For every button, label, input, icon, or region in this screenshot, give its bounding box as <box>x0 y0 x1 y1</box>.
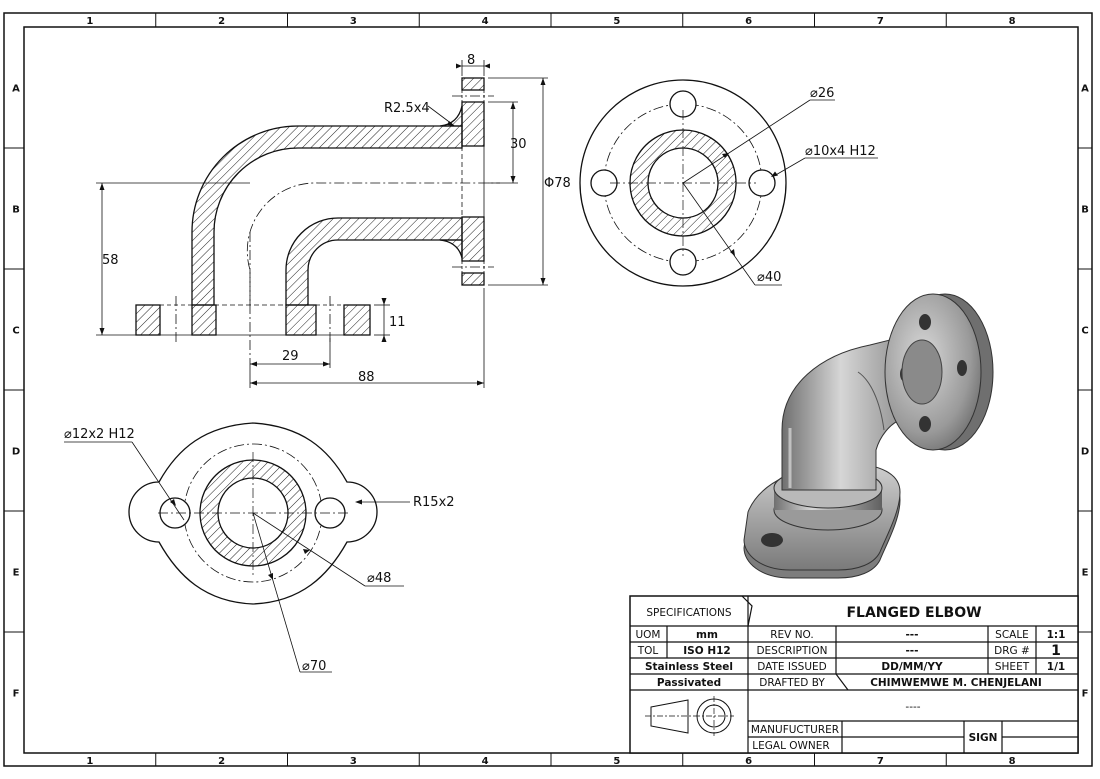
tol-label: TOL <box>637 645 659 657</box>
uom-value: mm <box>696 629 718 641</box>
dim-base-thickness: 11 <box>389 315 406 330</box>
drg-value: 1 <box>1051 643 1061 659</box>
dim-oval-holes: ⌀12x2 H12 <box>64 427 135 442</box>
blank-field: ---- <box>905 701 920 713</box>
zone-grid <box>4 13 1092 766</box>
date-value: DD/MM/YY <box>881 661 943 673</box>
drafted-value: CHIMWEMWE M. CHENJELANI <box>870 677 1042 689</box>
rev-label: REV NO. <box>770 629 813 641</box>
zone-column-label-bottom: 2 <box>218 756 225 767</box>
zone-row-label-left: A <box>12 84 20 95</box>
finish-value: Passivated <box>657 677 721 689</box>
zone-row-label-left: D <box>12 447 20 458</box>
zone-column-label-bottom: 1 <box>86 756 93 767</box>
sheet-value: 1/1 <box>1047 661 1065 673</box>
dim-oval-pitch: ⌀48 <box>367 571 391 586</box>
drawing-title: FLANGED ELBOW <box>846 605 981 621</box>
zone-column-label-top: 2 <box>218 16 225 27</box>
sign-label: SIGN <box>969 732 998 744</box>
tol-value: ISO H12 <box>683 645 730 657</box>
zone-row-label-right: D <box>1081 447 1089 458</box>
zone-column-label-bottom: 6 <box>745 756 752 767</box>
rev-value: --- <box>905 629 918 641</box>
zone-column-label-top: 4 <box>482 16 489 27</box>
dim-length: 88 <box>358 370 375 385</box>
dim-half-width: 29 <box>282 349 299 364</box>
manufacturer-label: MANUFUCTURER <box>751 724 839 736</box>
dim-height: 58 <box>102 253 119 268</box>
isometric-render <box>743 293 994 579</box>
zone-row-label-right: B <box>1081 205 1089 216</box>
description-label: DESCRIPTION <box>756 645 827 657</box>
sheet-label: SHEET <box>995 661 1030 673</box>
dim-flange-thickness: 8 <box>467 53 475 68</box>
drg-label: DRG # <box>994 645 1030 657</box>
zone-row-label-right: F <box>1082 689 1089 700</box>
zone-column-label-top: 5 <box>613 16 620 27</box>
dim-bore: ⌀26 <box>810 86 834 101</box>
date-label: DATE ISSUED <box>757 661 827 673</box>
zone-row-label-left: B <box>12 205 20 216</box>
zone-row-label-left: F <box>13 689 20 700</box>
zone-row-label-right: C <box>1081 326 1088 337</box>
description-value: --- <box>905 645 918 657</box>
specifications-header: SPECIFICATIONS <box>646 607 732 619</box>
dim-fillet: R2.5x4 <box>384 101 430 116</box>
uom-label: UOM <box>635 629 660 641</box>
zone-column-label-top: 6 <box>745 16 752 27</box>
zone-column-label-bottom: 7 <box>877 756 884 767</box>
zone-column-label-top: 7 <box>877 16 884 27</box>
legal-owner-label: LEGAL OWNER <box>752 740 829 752</box>
material-value: Stainless Steel <box>645 661 733 673</box>
round-flange-view: ⌀26 ⌀10x4 H12 ⌀40 <box>579 79 878 287</box>
dim-pitch: ⌀40 <box>757 270 781 285</box>
dim-lobe-radius: R15x2 <box>413 495 455 510</box>
zone-row-label-left: C <box>12 326 19 337</box>
scale-value: 1:1 <box>1047 629 1066 641</box>
zone-row-label-right: E <box>1082 568 1089 579</box>
scale-label: SCALE <box>995 629 1029 641</box>
projection-symbol <box>645 696 734 736</box>
side-section-view: 8 R2.5x4 30 Φ78 58 11 29 88 <box>96 53 571 388</box>
zone-column-label-bottom: 4 <box>482 756 489 767</box>
zone-column-label-bottom: 3 <box>350 756 357 767</box>
zone-column-label-top: 8 <box>1009 16 1016 27</box>
zone-column-label-top: 1 <box>86 16 93 27</box>
dim-bolt-holes: ⌀10x4 H12 <box>805 144 876 159</box>
oval-flange-view: ⌀12x2 H12 R15x2 ⌀48 ⌀70 <box>64 422 455 674</box>
dim-hole-offset: 30 <box>510 137 527 152</box>
zone-column-label-top: 3 <box>350 16 357 27</box>
zone-row-label-left: E <box>13 568 20 579</box>
dim-oval-outer: ⌀70 <box>302 659 326 674</box>
zone-row-label-right: A <box>1081 84 1089 95</box>
dim-flange-dia: Φ78 <box>544 176 571 191</box>
title-block: SPECIFICATIONS UOM mm TOL ISO H12 Stainl… <box>629 595 1079 754</box>
zone-column-label-bottom: 5 <box>613 756 620 767</box>
zone-column-label-bottom: 8 <box>1009 756 1016 767</box>
drafted-label: DRAFTED BY <box>759 677 825 689</box>
